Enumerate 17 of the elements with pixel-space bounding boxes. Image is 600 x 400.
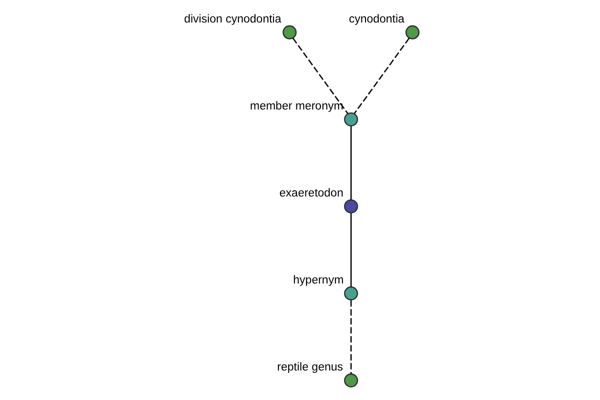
node-circle — [344, 199, 358, 214]
connector — [350, 300, 352, 374]
node-circle — [282, 25, 296, 40]
connector — [350, 213, 352, 287]
node-label: exaeretodon — [278, 187, 343, 200]
node-circle — [344, 286, 358, 300]
node-label: member meronym — [250, 100, 343, 112]
connector — [292, 38, 348, 114]
node-label: cynodontia — [348, 13, 404, 26]
node-circle — [344, 112, 358, 126]
node-label: reptile genus — [276, 361, 343, 374]
node-circle — [344, 373, 358, 388]
node-circle — [404, 25, 420, 40]
connector — [350, 126, 352, 200]
node-label: hypernym — [292, 274, 344, 286]
node-label: division cynodontia — [184, 13, 281, 26]
connector — [353, 38, 410, 114]
